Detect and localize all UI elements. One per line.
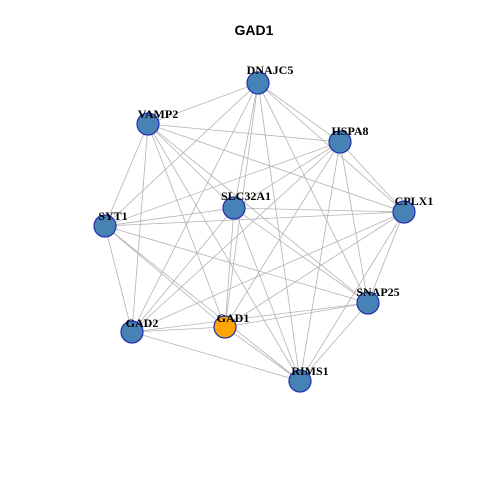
node-label-gad1: GAD1	[217, 311, 250, 325]
node-cplx1: CPLX1	[392, 194, 434, 224]
node-label-cplx1: CPLX1	[395, 194, 434, 208]
edge-hspa8-snap25	[339, 141, 369, 304]
edge-cplx1-gad1	[224, 211, 405, 328]
edge-vamp2-rims1	[147, 123, 301, 382]
edge-hspa8-cplx1	[339, 141, 405, 213]
edge-vamp2-gad2	[131, 123, 149, 333]
edge-syt1-gad1	[104, 225, 226, 328]
edge-slc32a1-snap25	[233, 207, 369, 304]
edge-slc32a1-syt1	[104, 207, 235, 227]
node-hspa8: HSPA8	[328, 124, 369, 154]
node-circle-syt1	[93, 214, 117, 238]
edge-hspa8-syt1	[104, 141, 341, 227]
edge-snap25-gad2	[131, 302, 369, 333]
node-gad1: GAD1	[213, 311, 250, 339]
edge-vamp2-snap25	[147, 123, 369, 304]
node-label-snap25: SNAP25	[356, 285, 399, 299]
node-circle-gad1	[213, 315, 237, 339]
edge-snap25-gad1	[224, 302, 369, 328]
node-label-dnajc5: DNAJC5	[247, 63, 294, 77]
node-circle-rims1	[288, 369, 312, 393]
edge-hspa8-rims1	[299, 141, 341, 382]
edge-vamp2-gad1	[147, 123, 226, 328]
edge-vamp2-hspa8	[147, 123, 341, 143]
edges-layer	[104, 82, 405, 382]
node-label-vamp2: VAMP2	[138, 107, 178, 121]
node-gad2: GAD2	[120, 316, 159, 344]
edge-slc32a1-gad1	[224, 207, 235, 328]
edge-cplx1-snap25	[367, 211, 405, 304]
node-circle-slc32a1	[222, 196, 246, 220]
edge-hspa8-slc32a1	[233, 141, 341, 209]
edge-vamp2-cplx1	[147, 123, 405, 213]
edge-dnajc5-vamp2	[147, 82, 259, 125]
diagram-title: GAD1	[235, 22, 274, 38]
edge-slc32a1-cplx1	[233, 207, 405, 213]
node-circle-dnajc5	[246, 71, 270, 95]
edge-slc32a1-rims1	[233, 207, 301, 382]
node-label-syt1: SYT1	[98, 209, 127, 223]
edge-hspa8-gad2	[131, 141, 341, 333]
node-circle-hspa8	[328, 130, 352, 154]
edge-dnajc5-rims1	[257, 82, 301, 382]
edge-gad2-rims1	[131, 331, 301, 382]
edge-snap25-rims1	[299, 302, 369, 382]
edge-vamp2-syt1	[104, 123, 149, 227]
edge-syt1-cplx1	[104, 211, 405, 227]
edge-dnajc5-slc32a1	[233, 82, 259, 209]
edge-hspa8-gad1	[224, 141, 341, 328]
node-circle-snap25	[356, 291, 380, 315]
edge-syt1-snap25	[104, 225, 369, 304]
edge-cplx1-gad2	[131, 211, 405, 333]
node-label-slc32a1: SLC32A1	[221, 189, 271, 203]
node-dnajc5: DNAJC5	[246, 63, 294, 95]
node-snap25: SNAP25	[356, 285, 400, 315]
edge-vamp2-slc32a1	[147, 123, 235, 209]
node-circle-gad2	[120, 320, 144, 344]
node-rims1: RIMS1	[288, 364, 329, 393]
edge-dnajc5-snap25	[257, 82, 369, 304]
edge-cplx1-rims1	[299, 211, 405, 382]
node-syt1: SYT1	[93, 209, 128, 238]
node-circle-cplx1	[392, 200, 416, 224]
node-label-gad2: GAD2	[126, 316, 159, 330]
node-slc32a1: SLC32A1	[221, 189, 271, 220]
node-vamp2: VAMP2	[136, 107, 178, 136]
edge-dnajc5-gad2	[131, 82, 259, 333]
edge-syt1-rims1	[104, 225, 301, 382]
edge-slc32a1-gad2	[131, 207, 235, 333]
edge-syt1-gad2	[104, 225, 133, 333]
edge-dnajc5-syt1	[104, 82, 259, 227]
node-label-hspa8: HSPA8	[331, 124, 368, 138]
edge-gad1-rims1	[224, 326, 301, 382]
edge-gad2-gad1	[131, 326, 226, 333]
node-label-rims1: RIMS1	[291, 364, 328, 378]
edge-dnajc5-hspa8	[257, 82, 341, 143]
node-circle-vamp2	[136, 112, 160, 136]
